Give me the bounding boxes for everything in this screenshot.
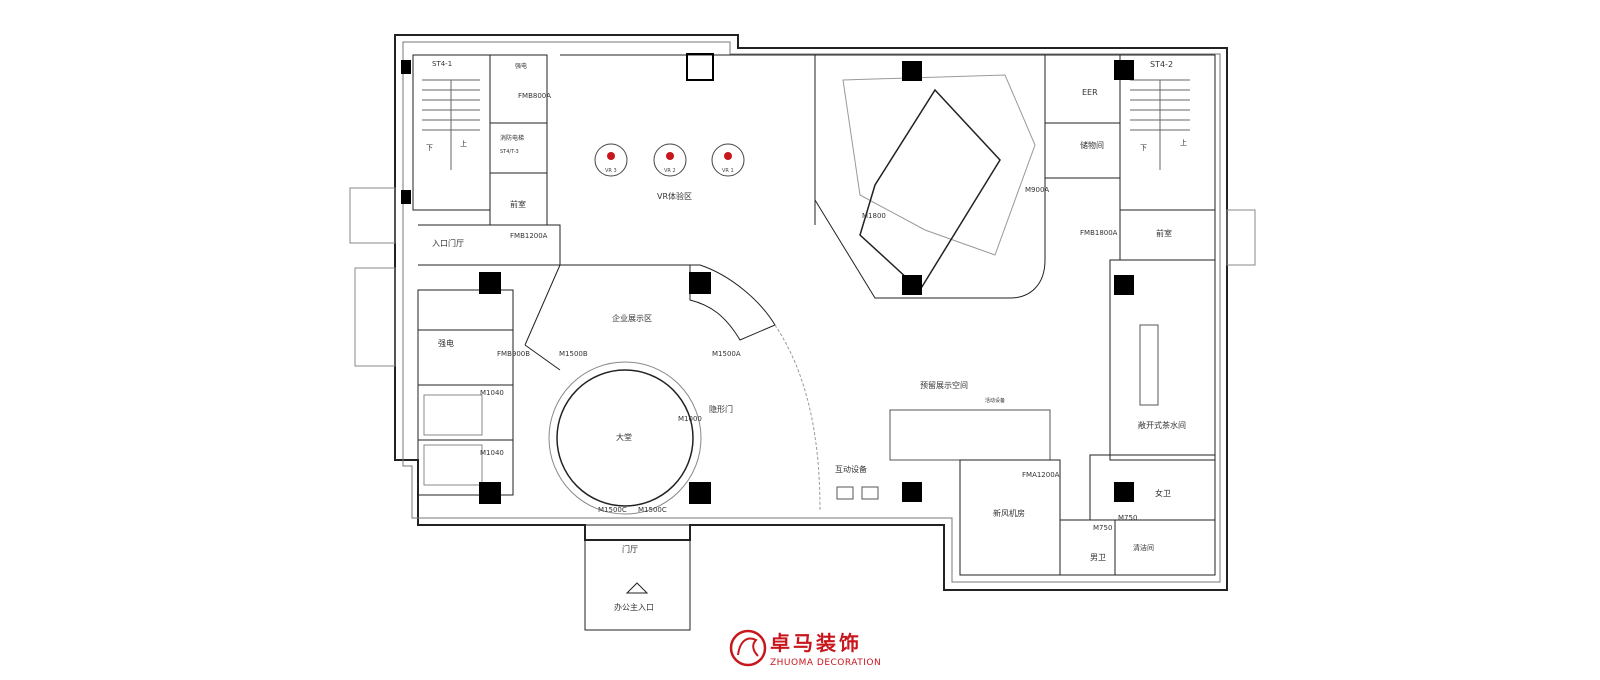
label-enterprise-zone: 企业展示区: [612, 313, 652, 323]
label-strong-electric: 强电: [438, 338, 454, 348]
label-storage: 储物间: [1080, 140, 1104, 150]
label-door-m750-2: M750: [1118, 514, 1137, 522]
plan-walls: [349, 34, 1256, 631]
brand-name-en: ZHUOMA DECORATION: [770, 658, 881, 668]
label-hidden-door: 隐形门: [709, 404, 733, 414]
label-door-fmb1200a: FMB1200A: [510, 232, 548, 240]
label-down-right: 下: [1140, 144, 1147, 152]
label-door-fmb1800a: FMB1800A: [1080, 229, 1118, 237]
label-door-fma1200a: FMA1200A: [1022, 471, 1060, 479]
label-door-m750-1: M750: [1093, 524, 1112, 532]
label-door-m1040-1: M1040: [480, 389, 504, 397]
label-interactive-small: 活动设备: [985, 397, 1005, 404]
vr-seat-icon: [653, 143, 687, 177]
horse-head-icon: [737, 637, 759, 657]
label-door-m1000: M1000: [678, 415, 702, 423]
label-fire-elevator: 消防电梯: [500, 134, 524, 142]
label-door-m1500c-1: M1500C: [598, 506, 627, 514]
label-door-m1500b: M1500B: [559, 350, 588, 358]
label-vr-zone: VR体验区: [657, 191, 692, 201]
label-st4-2: ST4-2: [1150, 60, 1173, 69]
vr-seat-icon: [711, 143, 745, 177]
label-vestibule: 门厅: [622, 544, 638, 554]
vr-seat-icon: [594, 143, 628, 177]
label-door-m1040-2: M1040: [480, 449, 504, 457]
brand-name-cn: 卓马装饰: [770, 631, 862, 655]
label-eer: EER: [1082, 88, 1098, 97]
label-interactive: 互动设备: [835, 464, 867, 474]
brand-logo: 卓马装饰 ZHUOMA DECORATION: [729, 629, 881, 668]
label-door-fmb900b: FMB900B: [497, 350, 530, 358]
label-reserved-space: 预留展示空间: [920, 380, 968, 390]
label-fresh-air: 新风机房: [993, 508, 1025, 518]
label-open-tea: 敞开式茶水间: [1138, 420, 1186, 430]
label-door-m1800: M1800: [862, 212, 886, 220]
label-front-room-right: 前室: [1156, 228, 1172, 238]
label-cleaning: 清洁间: [1133, 543, 1154, 552]
label-female-wc: 女卫: [1155, 488, 1171, 498]
label-door-m1500a: M1500A: [712, 350, 741, 358]
label-door-m1500c-2: M1500C: [638, 506, 667, 514]
vr-seat-marker: [724, 152, 732, 160]
label-entrance-hall: 入口门厅: [432, 238, 464, 248]
plan-columns: [401, 53, 1134, 504]
label-door-fmb800a: FMB800A: [518, 92, 551, 100]
vr-seat-label: VR 2: [664, 168, 676, 174]
label-up-left: 上: [460, 139, 467, 148]
horse-logo-icon: [729, 629, 767, 667]
label-strong-small: 强电: [515, 62, 527, 70]
label-elevator-id: ST4/T-3: [500, 149, 519, 155]
label-auditorium: 大堂: [616, 432, 632, 442]
vr-seat-group: VR 3 VR 2 VR 1: [594, 143, 745, 177]
vr-seat-label: VR 3: [605, 168, 617, 174]
label-down-left: 下: [426, 144, 433, 152]
vr-seat-marker: [607, 152, 615, 160]
label-male-wc: 男卫: [1090, 553, 1106, 562]
label-door-m900a: M900A: [1025, 186, 1049, 194]
label-up-right: 上: [1180, 138, 1187, 147]
label-st4-1: ST4-1: [432, 60, 452, 68]
vr-seat-label: VR 1: [722, 168, 734, 174]
label-office-entrance: 办公主入口: [614, 602, 654, 612]
label-front-room-left: 前室: [510, 199, 526, 209]
vr-seat-marker: [666, 152, 674, 160]
